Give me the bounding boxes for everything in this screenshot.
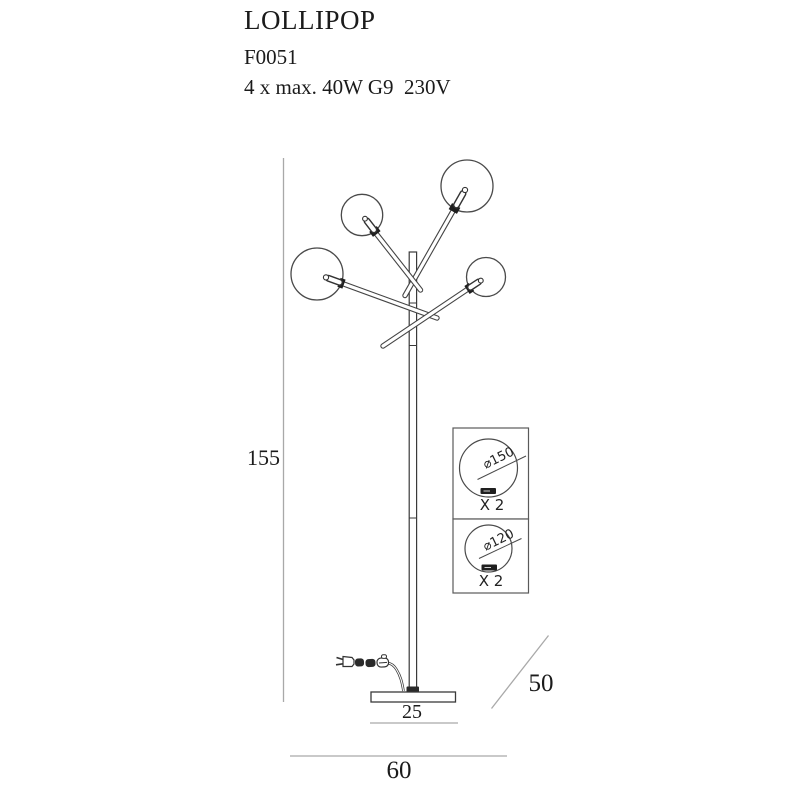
lamp-arms <box>338 205 473 349</box>
diameter-leader-120 <box>478 538 522 559</box>
depth-dimension-line <box>490 635 550 709</box>
detail-globe-150 <box>458 438 519 498</box>
bulb-right <box>467 277 484 291</box>
power-cord <box>387 661 405 692</box>
inline-switch <box>376 654 390 668</box>
globe-150-quantity-label: X 2 <box>479 496 505 514</box>
power-cord-assembly <box>335 654 405 692</box>
product-title: LOLLIPOP <box>244 5 376 35</box>
depth-dimension-label: 50 <box>528 670 554 697</box>
lamp-base <box>370 686 457 703</box>
globe-upper-left <box>340 193 384 237</box>
diameter-leader-150 <box>477 455 527 480</box>
globe-left <box>290 247 344 301</box>
arm-upper-left <box>371 228 424 293</box>
base-dimension-label: 25 <box>402 701 422 723</box>
glass-globes <box>290 159 507 301</box>
plug-icon <box>335 655 376 668</box>
globe-top-right <box>440 159 494 213</box>
shade-detail-boxes <box>452 427 530 594</box>
bulb-upper-left <box>362 215 378 234</box>
bulbs <box>322 186 484 291</box>
detail-globe-120 <box>464 524 513 573</box>
globe-120-quantity-label: X 2 <box>478 572 504 590</box>
arm-left <box>338 280 440 321</box>
height-dimension-label: 155 <box>247 445 280 470</box>
product-spec: 4 x max. 40W G9 230V <box>244 75 451 99</box>
bulb-top-right <box>453 186 469 209</box>
globe-right <box>465 256 507 298</box>
dimension-lines <box>282 158 550 757</box>
bulb-left <box>322 274 343 286</box>
lamp-pole <box>408 251 418 694</box>
product-code: F0051 <box>244 45 298 69</box>
width-dimension-label: 60 <box>386 757 412 784</box>
arm-right <box>380 285 473 349</box>
